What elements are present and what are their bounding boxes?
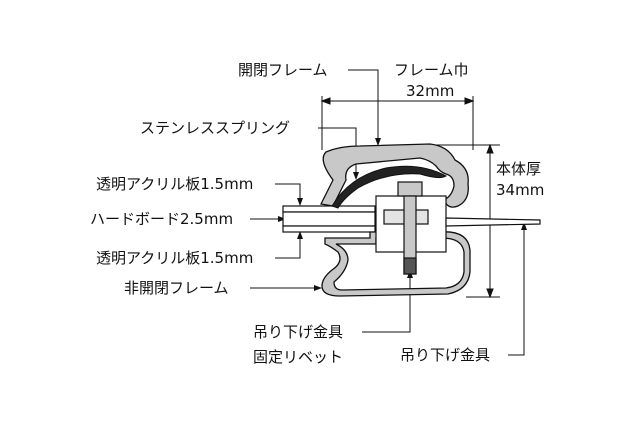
label-frame-width-title: フレーム巾 (394, 61, 469, 79)
bracket-plate (445, 217, 541, 227)
stainless-spring-shape (331, 165, 447, 209)
hardboard-sheet (282, 211, 376, 227)
acrylic-top-sheet (282, 205, 376, 213)
width-arrow-left (320, 97, 331, 105)
rivet-head (397, 181, 423, 197)
label-frame-width-value: 32mm (406, 82, 455, 100)
label-rivet-line2: 固定リベット (253, 348, 344, 366)
leader-acrylic-top (275, 183, 301, 202)
label-acrylic-bottom: 透明アクリル板1.5mm (96, 249, 254, 267)
fixed-rivet (397, 181, 423, 275)
opening-frame-shape (320, 143, 469, 208)
hanging-bracket (445, 217, 541, 227)
label-hardboard: ハードボード2.5mm (90, 210, 234, 228)
label-stainless-spring: ステンレススプリング (140, 119, 291, 137)
label-opening-frame: 開閉フレーム (238, 61, 328, 79)
leader-bracket (508, 226, 525, 356)
label-hanging-bracket: 吊り下げ金具 (400, 346, 491, 364)
label-body-thickness-title: 本体厚 (496, 160, 542, 178)
thickness-arrow-bottom (486, 288, 494, 299)
width-dimension (320, 96, 475, 150)
label-body-thickness-value: 34mm (496, 181, 545, 199)
leader-lines (250, 69, 527, 356)
thickness-arrow-top (486, 143, 494, 154)
leader-opening-frame (348, 69, 379, 142)
leader-acrylic-bottom (275, 235, 301, 259)
fixed-frame-shape (321, 231, 471, 297)
acrylic-bottom-sheet (282, 225, 376, 233)
label-fixed-frame: 非開閉フレーム (124, 279, 229, 297)
leader-rivet (362, 274, 411, 333)
label-rivet-line1: 吊り下げ金具 (253, 323, 344, 341)
rivet-tail (403, 257, 417, 275)
label-acrylic-top: 透明アクリル板1.5mm (96, 175, 254, 193)
panel-stack (282, 205, 376, 233)
width-arrow-right (464, 97, 475, 105)
